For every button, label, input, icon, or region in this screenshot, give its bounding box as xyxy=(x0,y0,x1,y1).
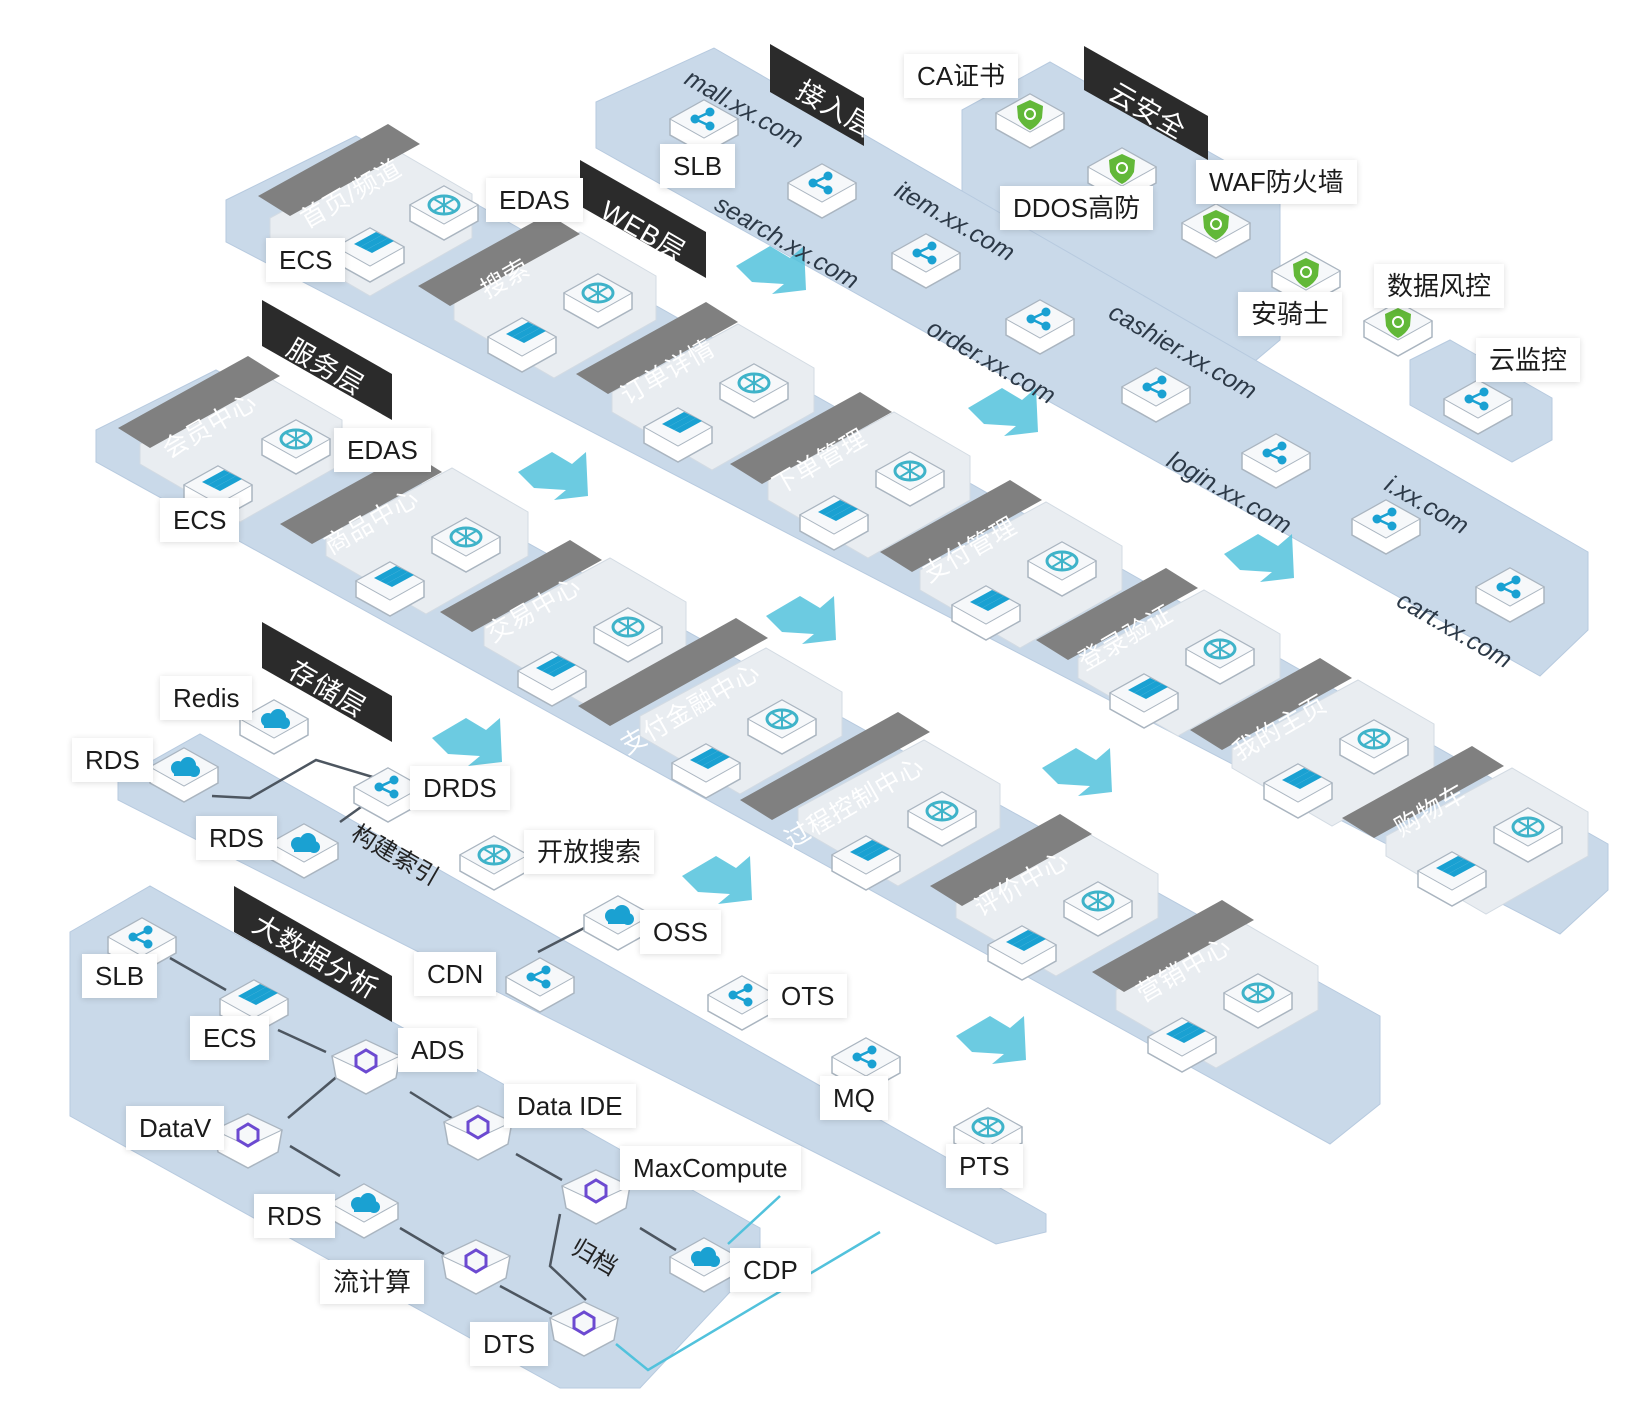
ots-label: OTS xyxy=(768,974,848,1018)
web-tile-headers xyxy=(258,124,1504,838)
drds-label: DRDS xyxy=(410,766,510,810)
svc-edas-label: EDAS xyxy=(334,428,431,472)
ca-cert-label: CA证书 xyxy=(904,54,1019,98)
service-tile-headers xyxy=(118,356,1254,992)
cdn-label: CDN xyxy=(414,952,497,996)
open-search-label: 开放搜索 xyxy=(524,830,655,874)
rds-label-1: RDS xyxy=(72,738,153,782)
bd-ecs-label: ECS xyxy=(190,1016,270,1060)
bd-rds-label: RDS xyxy=(254,1194,335,1238)
data-ide-label: Data IDE xyxy=(504,1084,636,1128)
cdp-label: CDP xyxy=(730,1248,811,1292)
connectors xyxy=(169,758,677,1316)
section-tags xyxy=(234,44,1208,1022)
flow-arrows xyxy=(432,246,1294,1064)
svc-ecs-label: ECS xyxy=(160,498,240,542)
mq-label: MQ xyxy=(820,1076,888,1120)
risk-label: 数据风控 xyxy=(1374,264,1505,308)
rds-label-2: RDS xyxy=(196,816,277,860)
dts-label: DTS xyxy=(470,1322,548,1366)
aqs-label: 安骑士 xyxy=(1238,292,1343,336)
monitor-label: 云监控 xyxy=(1476,338,1581,382)
ads-label: ADS xyxy=(398,1028,478,1072)
stream-compute-label: 流计算 xyxy=(320,1260,425,1304)
datav-label: DataV xyxy=(126,1106,225,1150)
ddos-label: DDOS高防 xyxy=(1000,186,1154,230)
oss-label: OSS xyxy=(640,910,721,954)
pts-label: PTS xyxy=(946,1144,1023,1188)
waf-label: WAF防火墙 xyxy=(1196,160,1357,204)
access-slb-label: SLB xyxy=(660,144,736,188)
web-edas-label: EDAS xyxy=(486,178,583,222)
redis-label: Redis xyxy=(160,676,253,720)
web-ecs-label: ECS xyxy=(266,238,346,282)
storage-platform xyxy=(117,733,1047,1245)
maxcompute-label: MaxCompute xyxy=(620,1146,801,1190)
bd-slb-label: SLB xyxy=(82,954,158,998)
